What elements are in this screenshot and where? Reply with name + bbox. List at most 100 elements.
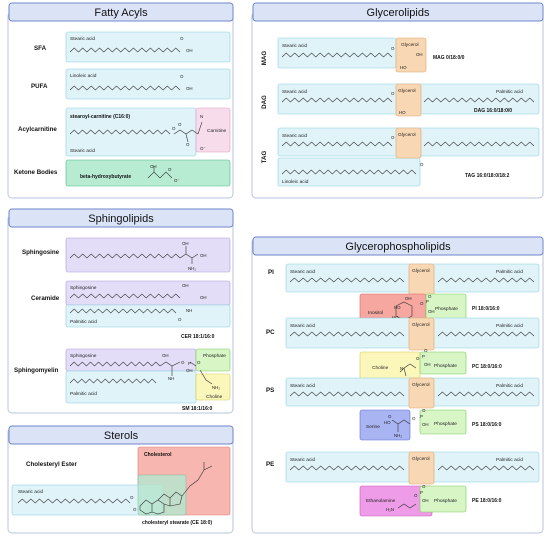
pc-phosphate-label: Phosphate [434,363,457,369]
tag-chain-label: Stearic acid [282,133,307,139]
fatty-acyls-header [8,2,234,22]
sphingomyelin-choline-label: Choline [206,394,223,400]
tag-glycerol-box [395,127,422,159]
ketone-atom-oh: OH [150,164,157,169]
dag-name: DAG 16:0/18:0/0 [474,108,512,114]
ceramide-label: Ceramide [31,295,60,302]
dag-glycerol-box [395,83,422,117]
ps-chain2-label: Palmitic acid [496,383,523,389]
sterols-chain-label: Stearic acid [18,489,43,495]
sphingosine-atom-nh2: NH₂ [188,266,196,271]
ceramide-chain1-bonds [69,293,181,299]
dag-chain-label: Stearic acid [282,89,307,95]
pi-label: PI [268,269,274,276]
ps-label: PS [266,387,274,394]
pc-atom-n: N [400,366,403,371]
pe-chain1-bonds [289,465,405,471]
sphingomyelin-chain2-bonds [69,378,157,384]
ps-atom-p: P [420,414,423,419]
pe-atom-o2: O [422,484,426,489]
pc-atom-o2: O [424,348,428,353]
ps-atom-o3: O [422,408,426,413]
ps-name: PS 18:0/16:0 [472,422,502,428]
mag-chain-bonds [281,52,393,58]
ps-phosphate-box [419,409,467,435]
ceramide-atom-oh2: OH [200,295,207,300]
pc-head-bonds [399,363,417,377]
ketone-box [65,159,231,187]
glycerophospholipids-content: PI Stearic acid Glycerol Palmitic acid I… [266,263,540,517]
pe-chain2-label: Palmitic acid [496,457,523,463]
sfa-atom-oh: OH [186,48,193,53]
mag-atom-ho: HO [400,65,407,70]
pe-label: PE [266,461,274,468]
ketone-name: beta-hydroxybutyrate [80,174,131,180]
sphingomyelin-sphingosine-box [65,348,197,372]
pufa-chain-bonds [69,85,181,91]
pe-atom-oh: OH [422,498,429,503]
tag-chain2-bonds [423,141,535,147]
pi-atom-p: P [426,299,429,304]
acylcarnitine-atom-n: N [200,114,203,119]
ps-chain2-bonds [437,391,535,397]
pc-glycerol-label: Glycerol [412,322,430,328]
sphingomyelin-palmitic-box [65,370,197,404]
ceramide-atom-nh: NH [186,308,192,313]
pufa-chain-box [65,68,231,100]
pe-atom-p: P [420,490,423,495]
dag-atom-ho: HO [399,110,406,115]
ketone-atom-o-minus: O⁻ [174,178,180,183]
sphingomyelin-chain1-bonds [69,361,161,367]
sphingomyelin-atom-o1: O [181,360,185,365]
sfa-chain-box [65,31,231,63]
ps-phosphate-label: Phosphate [434,421,457,427]
acylcarnitine-label: Acylcarnitine [18,126,57,133]
pe-chain2-bonds [437,465,535,471]
sphingomyelin-atom-p: P [188,361,191,366]
sterols-atom-o1: O [130,495,134,500]
tag-glycerol-label: Glycerol [398,132,416,138]
pufa-atom-oh: OH [186,86,193,91]
sphingomyelin-name: SM 18:1/16:0 [182,406,213,412]
sphingomyelin-phosphate-box [195,348,231,372]
sterols-content: Cholesteryl Ester Cholesterol Stearic ac… [11,446,231,526]
ketone-label: Ketone Bodies [14,169,58,176]
ps-chain-label: Stearic acid [290,383,315,389]
ps-glycerol-label: Glycerol [412,382,430,388]
sterol-core-box [137,474,187,516]
pi-atom-oh1: OH [405,296,412,301]
pi-inositol-ring-bonds [395,301,413,321]
sphingosine-atom-oh1: OH [182,241,189,246]
pi-name: PI 18:0/16:0 [472,306,500,312]
mag-atom-o: O [391,46,395,51]
ps-atom-oh: OH [422,422,429,427]
sfa-atom-o: O [180,36,184,41]
ps-head-bonds [391,419,411,432]
acylcarnitine-chain-bonds [69,129,171,135]
ketone-bonds [147,166,173,179]
pc-glycerol-box [408,317,435,351]
pc-chain2-bonds [437,331,535,337]
sphingomyelin-atom-oh2: OH [186,368,193,373]
pc-chain2-label: Palmitic acid [496,323,523,329]
pi-chain2-bonds [437,277,535,283]
pufa-atom-o: O [180,74,184,79]
ceramide-atom-o: O [178,317,182,322]
sphingolipids-header [8,208,234,228]
pe-glycerol-box [408,451,435,485]
pi-chain1-bonds [289,277,405,283]
sphingomyelin-atom-nh: NH [168,376,174,381]
pc-choline-box [359,351,421,381]
pe-glycerol-label: Glycerol [412,456,430,462]
ps-atom-ho: HO [384,420,391,425]
acylcarnitine-name: stearoyl-carnitine (C16:0) [70,114,130,120]
ceramide-name: CER 18:1/16:0 [181,334,215,340]
ceramide-palmitic-box [65,304,231,328]
sterols-title: Sterols [104,430,139,442]
glycerolipids-title: Glycerolipids [367,7,430,19]
sphingosine-box [65,237,231,273]
ceramide-sphingosine-box [65,280,231,306]
tag-atom-o1: O [391,135,395,140]
pi-atom-ho1: HO [394,305,401,310]
pc-name: PC 18:0/16:0 [472,364,502,370]
